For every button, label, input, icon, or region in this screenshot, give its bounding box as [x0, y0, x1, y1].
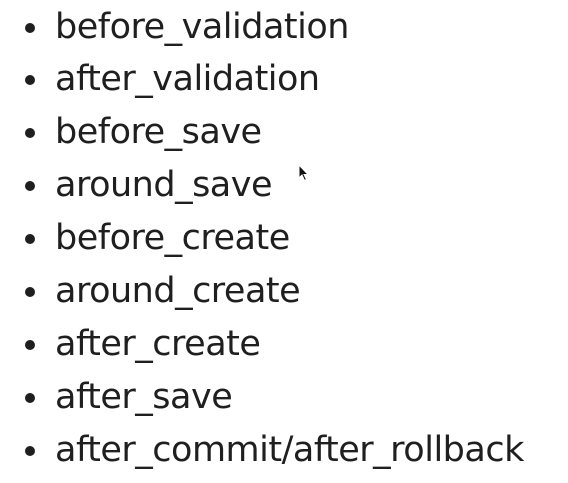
list-item-text: after_validation [55, 59, 320, 99]
mouse-pointer-icon [298, 164, 310, 182]
list-item-text: after_create [55, 324, 261, 364]
list-item: before_validation [0, 1, 568, 54]
bullet-icon [25, 339, 35, 350]
bullet-icon [25, 286, 35, 297]
list-item-text: after_commit/after_rollback [55, 430, 524, 470]
list-item: after_validation [0, 53, 568, 106]
list-item: after_create [0, 318, 568, 371]
list-item: after_commit/after_rollback [0, 424, 568, 477]
bullet-icon [25, 74, 35, 85]
list-item-text: before_create [55, 218, 290, 258]
list-item: around_create [0, 265, 568, 318]
list-item: before_save [0, 106, 568, 159]
bullet-icon [25, 445, 35, 456]
list-item: after_save [0, 371, 568, 424]
list-item: before_create [0, 212, 568, 265]
list-item: around_save [0, 159, 568, 212]
bullet-icon [25, 22, 35, 33]
list-item-text: before_save [55, 112, 262, 152]
list-item-text: after_save [55, 377, 233, 417]
bullet-icon [25, 127, 35, 138]
bullet-icon [25, 233, 35, 244]
list-item-text: around_save [55, 165, 273, 205]
bullet-icon [25, 180, 35, 191]
list-item-text: around_create [55, 271, 301, 311]
bullet-icon [25, 392, 35, 403]
list-item-text: before_validation [55, 7, 349, 47]
